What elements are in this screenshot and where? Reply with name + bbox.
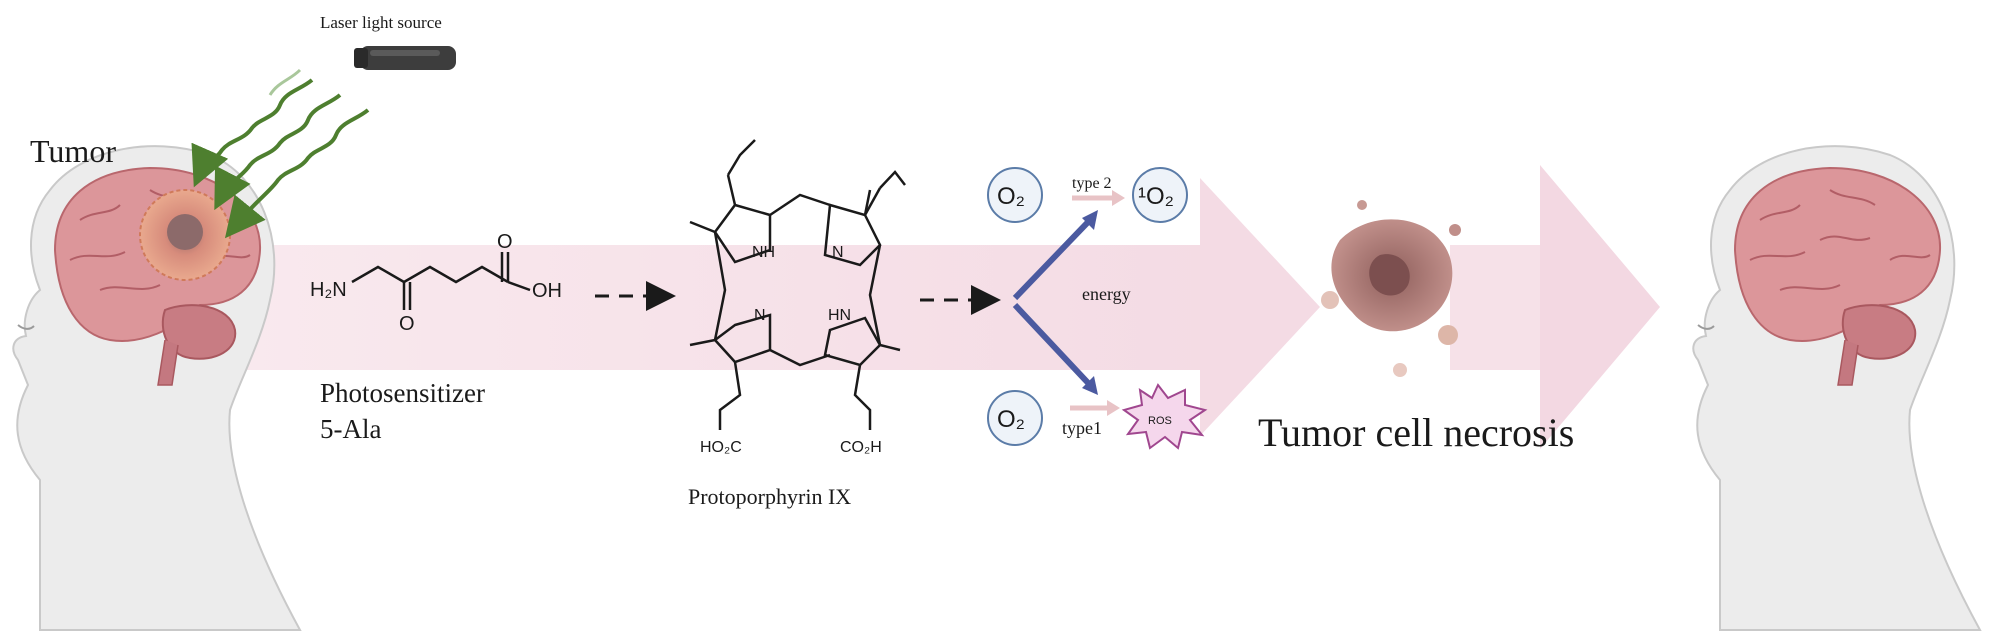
ala-structure <box>351 252 531 310</box>
energy-label: energy <box>1082 284 1131 304</box>
photosensitizer-label: Photosensitizer <box>320 378 485 408</box>
necrotic-cell <box>1321 200 1461 377</box>
laser-device <box>354 46 456 70</box>
o2-top-circle <box>987 167 1043 223</box>
protoporphyrin-structure <box>689 139 906 430</box>
patient-head-left <box>12 145 302 631</box>
pathway-band <box>245 165 1660 449</box>
laser-beams <box>191 68 370 239</box>
ros-burst <box>1121 383 1208 450</box>
o2-bottom-circle <box>987 390 1043 446</box>
ppix-label: Protoporphyrin IX <box>688 484 851 509</box>
necrosis-label: Tumor cell necrosis <box>1258 410 1574 455</box>
ppix-n-bottom: N <box>754 307 766 324</box>
ppix-ho2c: HO₂C <box>700 439 742 456</box>
patient-head-right <box>1692 145 1982 631</box>
singlet-o2-circle <box>1132 167 1188 223</box>
ala-o-bottom: O <box>399 313 415 335</box>
ppix-hn-bottom: HN <box>828 307 851 324</box>
ala-label: 5-Ala <box>320 414 381 444</box>
energy-arrow-down <box>1012 302 1093 388</box>
ala-o-top: O <box>497 231 513 253</box>
singlet-o2-text: ¹O₂ <box>1138 183 1174 210</box>
ala-oh: OH <box>532 280 562 302</box>
ppix-co2h: CO₂H <box>840 439 882 456</box>
tumor-mass <box>139 189 231 281</box>
type2-label: type 2 <box>1072 175 1112 192</box>
energy-arrow-up <box>1012 217 1093 301</box>
o2-top-text: O₂ <box>997 183 1025 210</box>
ppix-n-top: N <box>832 244 844 261</box>
ros-label: ROS <box>1148 415 1172 427</box>
laser-label: Laser light source <box>320 13 442 32</box>
ala-h2n: H₂N <box>310 279 347 301</box>
o2-bottom-text: O₂ <box>997 406 1025 433</box>
ppix-nh-top: NH <box>752 244 775 261</box>
tumor-label: Tumor <box>30 133 116 169</box>
type1-label: type1 <box>1062 418 1102 438</box>
